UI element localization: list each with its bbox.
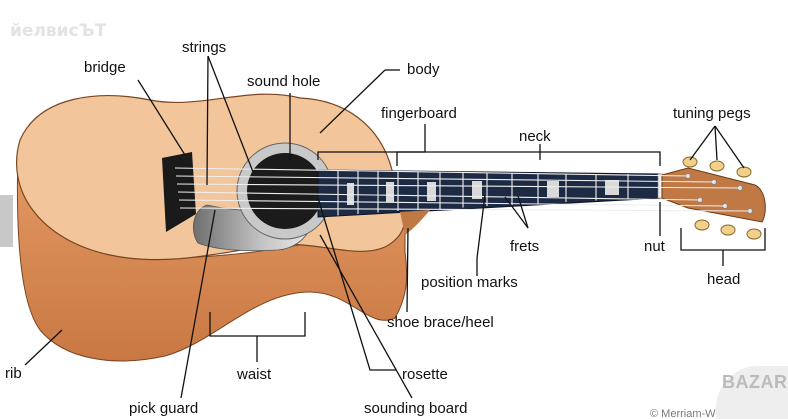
label-rib: rib bbox=[5, 365, 22, 382]
guitar-sound-hole bbox=[247, 153, 323, 229]
guitar-heel bbox=[400, 210, 430, 235]
label-frets: frets bbox=[510, 238, 539, 255]
label-nut: nut bbox=[644, 238, 666, 255]
leader-lines bbox=[24, 55, 766, 399]
label-bridge: bridge bbox=[84, 59, 126, 76]
label-position-marks: position marks bbox=[421, 274, 518, 291]
label-body: body bbox=[407, 61, 440, 78]
label-shoe-brace-heel: shoe brace/heel bbox=[387, 314, 494, 331]
tuning-pegs-group bbox=[682, 156, 762, 240]
copyright-credit: © Merriam-Webster bbox=[650, 408, 746, 419]
label-tuning-pegs: tuning pegs bbox=[673, 105, 751, 122]
label-sounding-board: sounding board bbox=[364, 400, 467, 417]
label-waist: waist bbox=[236, 366, 272, 383]
label-fingerboard: fingerboard bbox=[381, 105, 457, 122]
label-head: head bbox=[707, 271, 740, 288]
position-marks-group bbox=[347, 180, 619, 205]
strings-group bbox=[174, 167, 751, 212]
label-pick-guard: pick guard bbox=[129, 400, 198, 417]
label-rosette: rosette bbox=[402, 366, 448, 383]
page-edge-tab bbox=[0, 195, 13, 247]
watermark-text: йелвисЪТ bbox=[10, 21, 107, 41]
bazar-badge-text: BAZAR bbox=[722, 372, 788, 392]
label-strings: strings bbox=[182, 39, 226, 56]
label-neck: neck bbox=[519, 128, 551, 145]
label-sound-hole: sound hole bbox=[247, 73, 320, 90]
